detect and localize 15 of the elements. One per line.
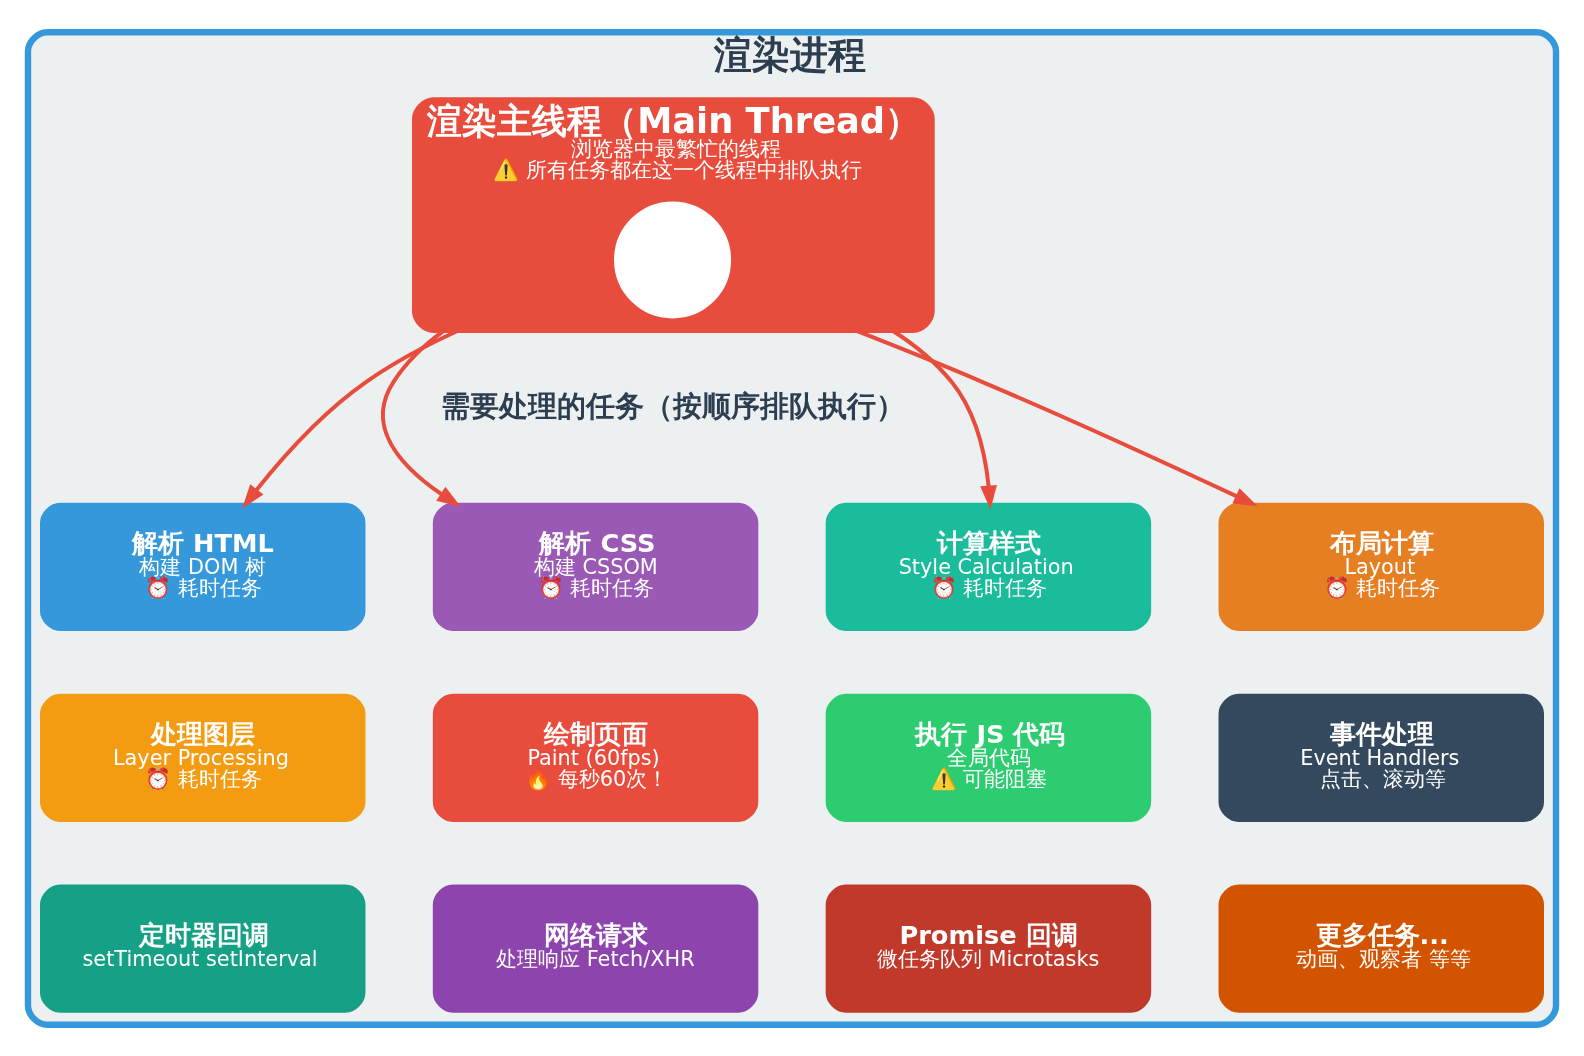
node-box: 布局计算 Layout ⏰ 耗时任务 bbox=[1218, 502, 1544, 631]
node-box: 执行 JS 代码 全局代码 ⚠ 可能阻塞 bbox=[825, 693, 1152, 822]
node-box: 网络请求 处理响应 Fetch/XHR bbox=[432, 883, 759, 1013]
node-circle bbox=[614, 200, 732, 318]
node-box: 处理图层 Layer Processing ⏰ 耗时任务 bbox=[40, 693, 366, 822]
cluster: 渲染主线程（Main Thread） 浏览器中最繁忙的线程 ⚠ 所有任务都在这一个线程中排队执行 bbox=[412, 96, 935, 333]
label: 需要处理的任务（按顺序排队执行） bbox=[440, 388, 905, 423]
node-box: 事件处理 Event Handlers 点击、滚动等 bbox=[1218, 693, 1544, 822]
node-box: 解析 CSS 构建 CSSOM ⏰ 耗时任务 bbox=[432, 502, 759, 631]
node-box: Promise 回调 微任务队列 Microtasks bbox=[825, 883, 1152, 1013]
node-box: 更多任务... 动画、观察者 等等 bbox=[1218, 883, 1544, 1013]
node-box: 解析 HTML 构建 DOM 树 ⏰ 耗时任务 bbox=[40, 502, 366, 631]
node-box: 绘制页面 Paint (60fps) 🔥 每秒60次！ bbox=[432, 693, 759, 822]
node-box: 定时器回调 setTimeout setInterval bbox=[40, 883, 366, 1013]
node-box: 计算样式 Style Calculation ⏰ 耗时任务 bbox=[825, 502, 1152, 631]
